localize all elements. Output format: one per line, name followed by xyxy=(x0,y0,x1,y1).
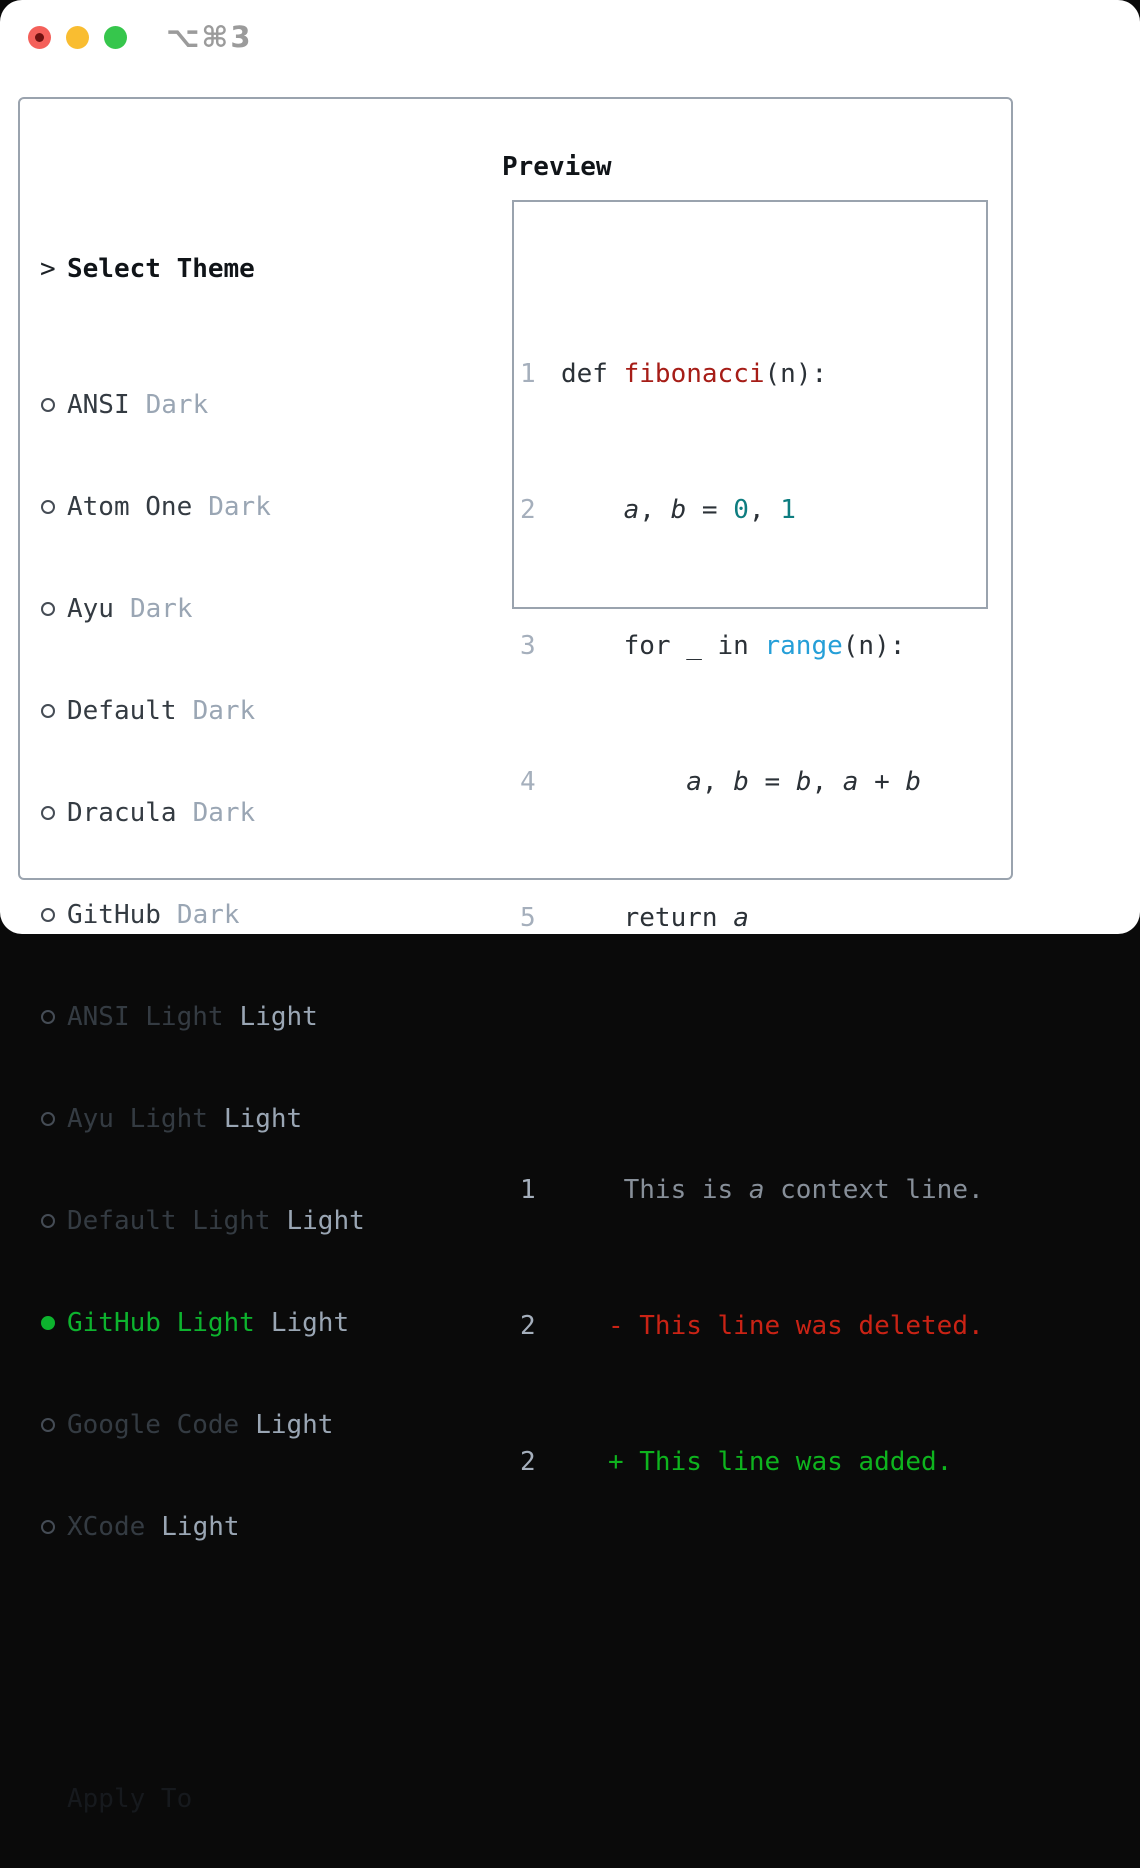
theme-option-default-dark[interactable]: Default Dark xyxy=(40,694,478,728)
radio-icon xyxy=(40,1520,67,1534)
close-button[interactable] xyxy=(28,26,51,49)
line-number: 2 xyxy=(520,1447,536,1477)
window-hotkey-label: ⌥⌘3 xyxy=(166,20,253,54)
zoom-button[interactable] xyxy=(104,26,127,49)
code-line-2: 2 a, b = 0, 1 xyxy=(520,495,796,525)
blank-line xyxy=(520,1037,986,1071)
theme-option-google-code[interactable]: Google Code Light xyxy=(40,1408,478,1442)
select-theme-title: Select Theme xyxy=(67,254,255,284)
select-theme-header: > Select Theme xyxy=(40,252,478,286)
line-number: 2 xyxy=(520,1311,536,1341)
preview-box: 1 def fibonacci(n): 2 a, b = 0, 1 3 for … xyxy=(512,200,988,1477)
line-number: 1 xyxy=(520,359,536,389)
line-number: 5 xyxy=(520,903,536,933)
line-number: 2 xyxy=(520,495,536,525)
radio-icon xyxy=(40,602,67,616)
theme-option-dracula-dark[interactable]: Dracula Dark xyxy=(40,796,478,830)
code-line-4: 4 a, b = b, a + b xyxy=(520,767,922,797)
diff-deleted-line: 2 - This line was deleted. xyxy=(520,1311,984,1341)
preview-title: Preview xyxy=(502,152,612,182)
minimize-button[interactable] xyxy=(66,26,89,49)
radio-icon xyxy=(40,1418,67,1432)
unsaved-dot-icon xyxy=(35,33,44,42)
theme-selector-panel: > Select Theme ANSI Dark Atom One Dark A… xyxy=(18,97,1013,1814)
radio-icon xyxy=(40,398,67,412)
line-number: 4 xyxy=(520,767,536,797)
radio-icon xyxy=(40,1112,67,1126)
line-number: 1 xyxy=(520,1175,536,1205)
prompt-icon: > xyxy=(40,254,56,284)
theme-option-github-dark[interactable]: GitHub Dark xyxy=(40,898,478,932)
apply-to-title: Apply To xyxy=(67,1784,193,1814)
radio-icon xyxy=(40,908,67,922)
diff-added-line: 2 + This line was added. xyxy=(520,1447,953,1477)
theme-option-ansi-light[interactable]: ANSI Light Light xyxy=(40,1000,478,1034)
code-line-1: 1 def fibonacci(n): xyxy=(520,359,828,389)
theme-option-default-light[interactable]: Default Light Light xyxy=(40,1204,478,1238)
radio-icon xyxy=(40,806,67,820)
radio-selected-icon xyxy=(40,1316,67,1330)
theme-option-ayu-dark[interactable]: Ayu Dark xyxy=(40,592,478,626)
theme-option-github-light[interactable]: GitHub Light Light xyxy=(40,1306,478,1340)
radio-icon xyxy=(40,1214,67,1228)
radio-icon xyxy=(40,500,67,514)
spacer-row xyxy=(40,1646,478,1680)
theme-option-atom-one-dark[interactable]: Atom One Dark xyxy=(40,490,478,524)
radio-icon xyxy=(40,704,67,718)
diff-context-line: 1 This is a context line. xyxy=(520,1175,984,1205)
theme-list: > Select Theme ANSI Dark Atom One Dark A… xyxy=(40,150,478,1868)
theme-option-xcode[interactable]: XCode Light xyxy=(40,1510,478,1544)
theme-option-ansi-dark[interactable]: ANSI Dark xyxy=(40,388,478,422)
theme-option-ayu-light[interactable]: Ayu Light Light xyxy=(40,1102,478,1136)
line-number: 3 xyxy=(520,631,536,661)
code-preview: 1 def fibonacci(n): 2 a, b = 0, 1 3 for … xyxy=(514,202,986,1581)
code-line-5: 5 return a xyxy=(520,903,749,933)
radio-icon xyxy=(40,1010,67,1024)
app-window: ⌥⌘3 > Select Theme ANSI Dark Atom One Da… xyxy=(0,0,1140,1814)
code-line-3: 3 for _ in range(n): xyxy=(520,631,906,661)
apply-to-header: Apply To xyxy=(40,1782,478,1816)
